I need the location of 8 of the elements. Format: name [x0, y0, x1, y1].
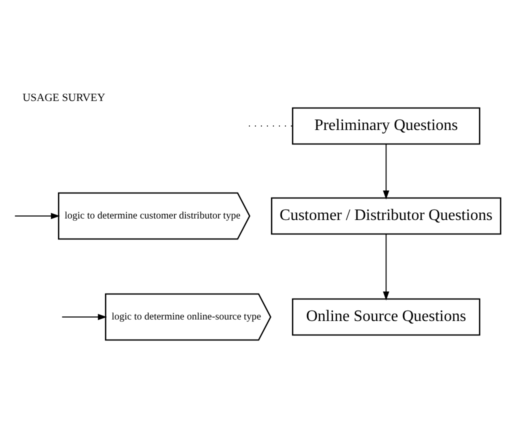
- arrow: [382, 144, 389, 200]
- arrow: [14, 212, 60, 220]
- arrow: [382, 234, 389, 300]
- node-box: Preliminary Questions: [291, 107, 480, 145]
- node-box: Online Source Questions: [291, 298, 480, 336]
- arrow: [61, 314, 106, 320]
- diagram-title: USAGE SURVEY: [22, 92, 105, 104]
- node-box: Customer / Distributor Questions: [270, 197, 501, 235]
